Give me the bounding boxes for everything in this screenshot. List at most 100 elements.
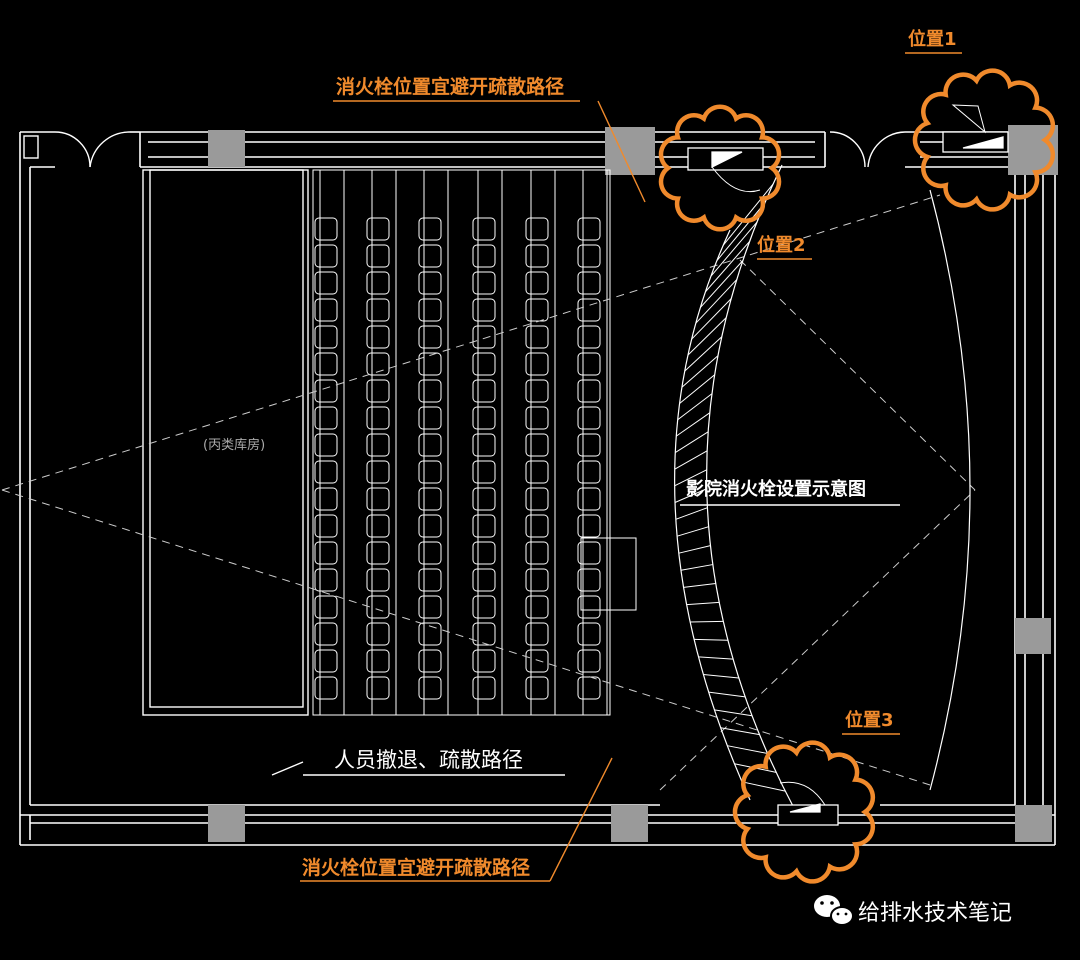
seat (366, 595, 390, 619)
seat (577, 460, 601, 484)
seat (418, 406, 442, 430)
aisle-step (675, 412, 711, 437)
seat (472, 325, 496, 349)
aisle-step (675, 507, 708, 520)
seat (577, 406, 601, 430)
seat (525, 568, 549, 592)
seat (418, 541, 442, 565)
seat (472, 676, 496, 700)
wechat-icon (814, 895, 854, 926)
seat (418, 622, 442, 646)
aisle-step (678, 545, 711, 554)
seat (472, 379, 496, 403)
seat (577, 676, 601, 700)
seat (525, 325, 549, 349)
seat (525, 217, 549, 241)
seat (366, 379, 390, 403)
seat (314, 622, 338, 646)
aisle-step (691, 298, 732, 340)
aisle-step (694, 638, 728, 641)
seat (418, 487, 442, 511)
seat (314, 217, 338, 241)
cloud-marker (912, 68, 1056, 212)
storage-room (142, 169, 309, 716)
aisle-step (714, 709, 753, 717)
white-leaders (271, 504, 900, 776)
aisle-step (727, 745, 768, 754)
sight-lines (1, 194, 976, 791)
seat-row (525, 170, 556, 715)
seat-row (366, 170, 397, 715)
seat (314, 244, 338, 268)
seat (472, 487, 496, 511)
seat (366, 433, 390, 457)
aisle-step (674, 450, 708, 470)
seat (577, 217, 601, 241)
hydrant-position-3 (777, 781, 839, 826)
aisle-step (674, 469, 707, 487)
seat (418, 325, 442, 349)
aisle-step (699, 260, 744, 308)
seat (366, 568, 390, 592)
seat-row (472, 170, 503, 715)
seat (314, 595, 338, 619)
seat (314, 379, 338, 403)
seat (525, 352, 549, 376)
seat (314, 541, 338, 565)
seat (418, 379, 442, 403)
aisle-step (698, 656, 734, 660)
seat (525, 379, 549, 403)
seat (525, 649, 549, 673)
aisle-step (684, 336, 723, 372)
seat (577, 568, 601, 592)
aisle-step (695, 279, 738, 324)
aisle-step (683, 582, 716, 588)
aisle-step (679, 374, 715, 404)
seat (472, 541, 496, 565)
seat (472, 649, 496, 673)
seat (577, 487, 601, 511)
seat (366, 352, 390, 376)
seat (366, 622, 390, 646)
seat (418, 595, 442, 619)
seat (366, 271, 390, 295)
seat (418, 568, 442, 592)
aisle-step (722, 183, 774, 246)
seat (525, 541, 549, 565)
seat (366, 298, 390, 322)
seat (525, 406, 549, 430)
seat (314, 325, 338, 349)
seat (366, 460, 390, 484)
aisle-step (708, 691, 746, 698)
seating-rows (312, 169, 637, 716)
columns (208, 125, 1058, 842)
seat (525, 433, 549, 457)
seat (366, 514, 390, 538)
seat (472, 244, 496, 268)
seat (472, 406, 496, 430)
seat (472, 217, 496, 241)
seat (418, 514, 442, 538)
watermark-text: 给排水技术笔记 (858, 901, 1012, 926)
seat (472, 271, 496, 295)
evacuation-label: 人员撤退、疏散路径 (334, 748, 523, 772)
seat (577, 379, 601, 403)
seat (525, 622, 549, 646)
seat-row (577, 170, 608, 715)
seat (525, 514, 549, 538)
seat (472, 595, 496, 619)
diagram-title: 影院消火栓设置示意图 (686, 478, 866, 500)
aisle-step (686, 601, 720, 606)
seat (366, 217, 390, 241)
aisle-step (677, 393, 713, 421)
seat (418, 217, 442, 241)
aisle-step (676, 526, 709, 537)
seat (314, 487, 338, 511)
seat (314, 460, 338, 484)
aisle-step (674, 488, 707, 503)
seat (525, 298, 549, 322)
seat (418, 271, 442, 295)
seat (418, 460, 442, 484)
seat (472, 433, 496, 457)
